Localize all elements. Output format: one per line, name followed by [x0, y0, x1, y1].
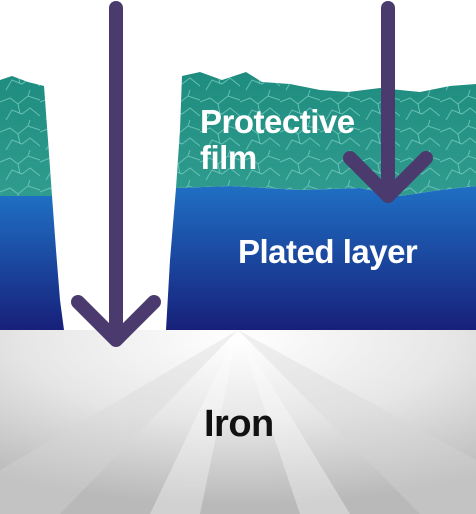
arrow-onto-film: [343, 1, 433, 203]
protective-film-left-texture: [0, 76, 52, 196]
iron-base: [0, 330, 476, 514]
iron-label: Iron: [204, 403, 274, 445]
plated-layer-right: [166, 186, 476, 330]
plated-layer-label: Plated layer: [238, 233, 418, 270]
protective-film-label-line1: Protective: [200, 103, 355, 140]
iron-sheen: [0, 330, 476, 514]
protective-film-label: Protective film: [200, 104, 355, 176]
arrow-into-iron: [71, 1, 161, 347]
protective-film-right-texture: [176, 72, 476, 196]
plated-layer-left: [0, 196, 64, 330]
protective-film-label-line2: film: [200, 139, 257, 176]
